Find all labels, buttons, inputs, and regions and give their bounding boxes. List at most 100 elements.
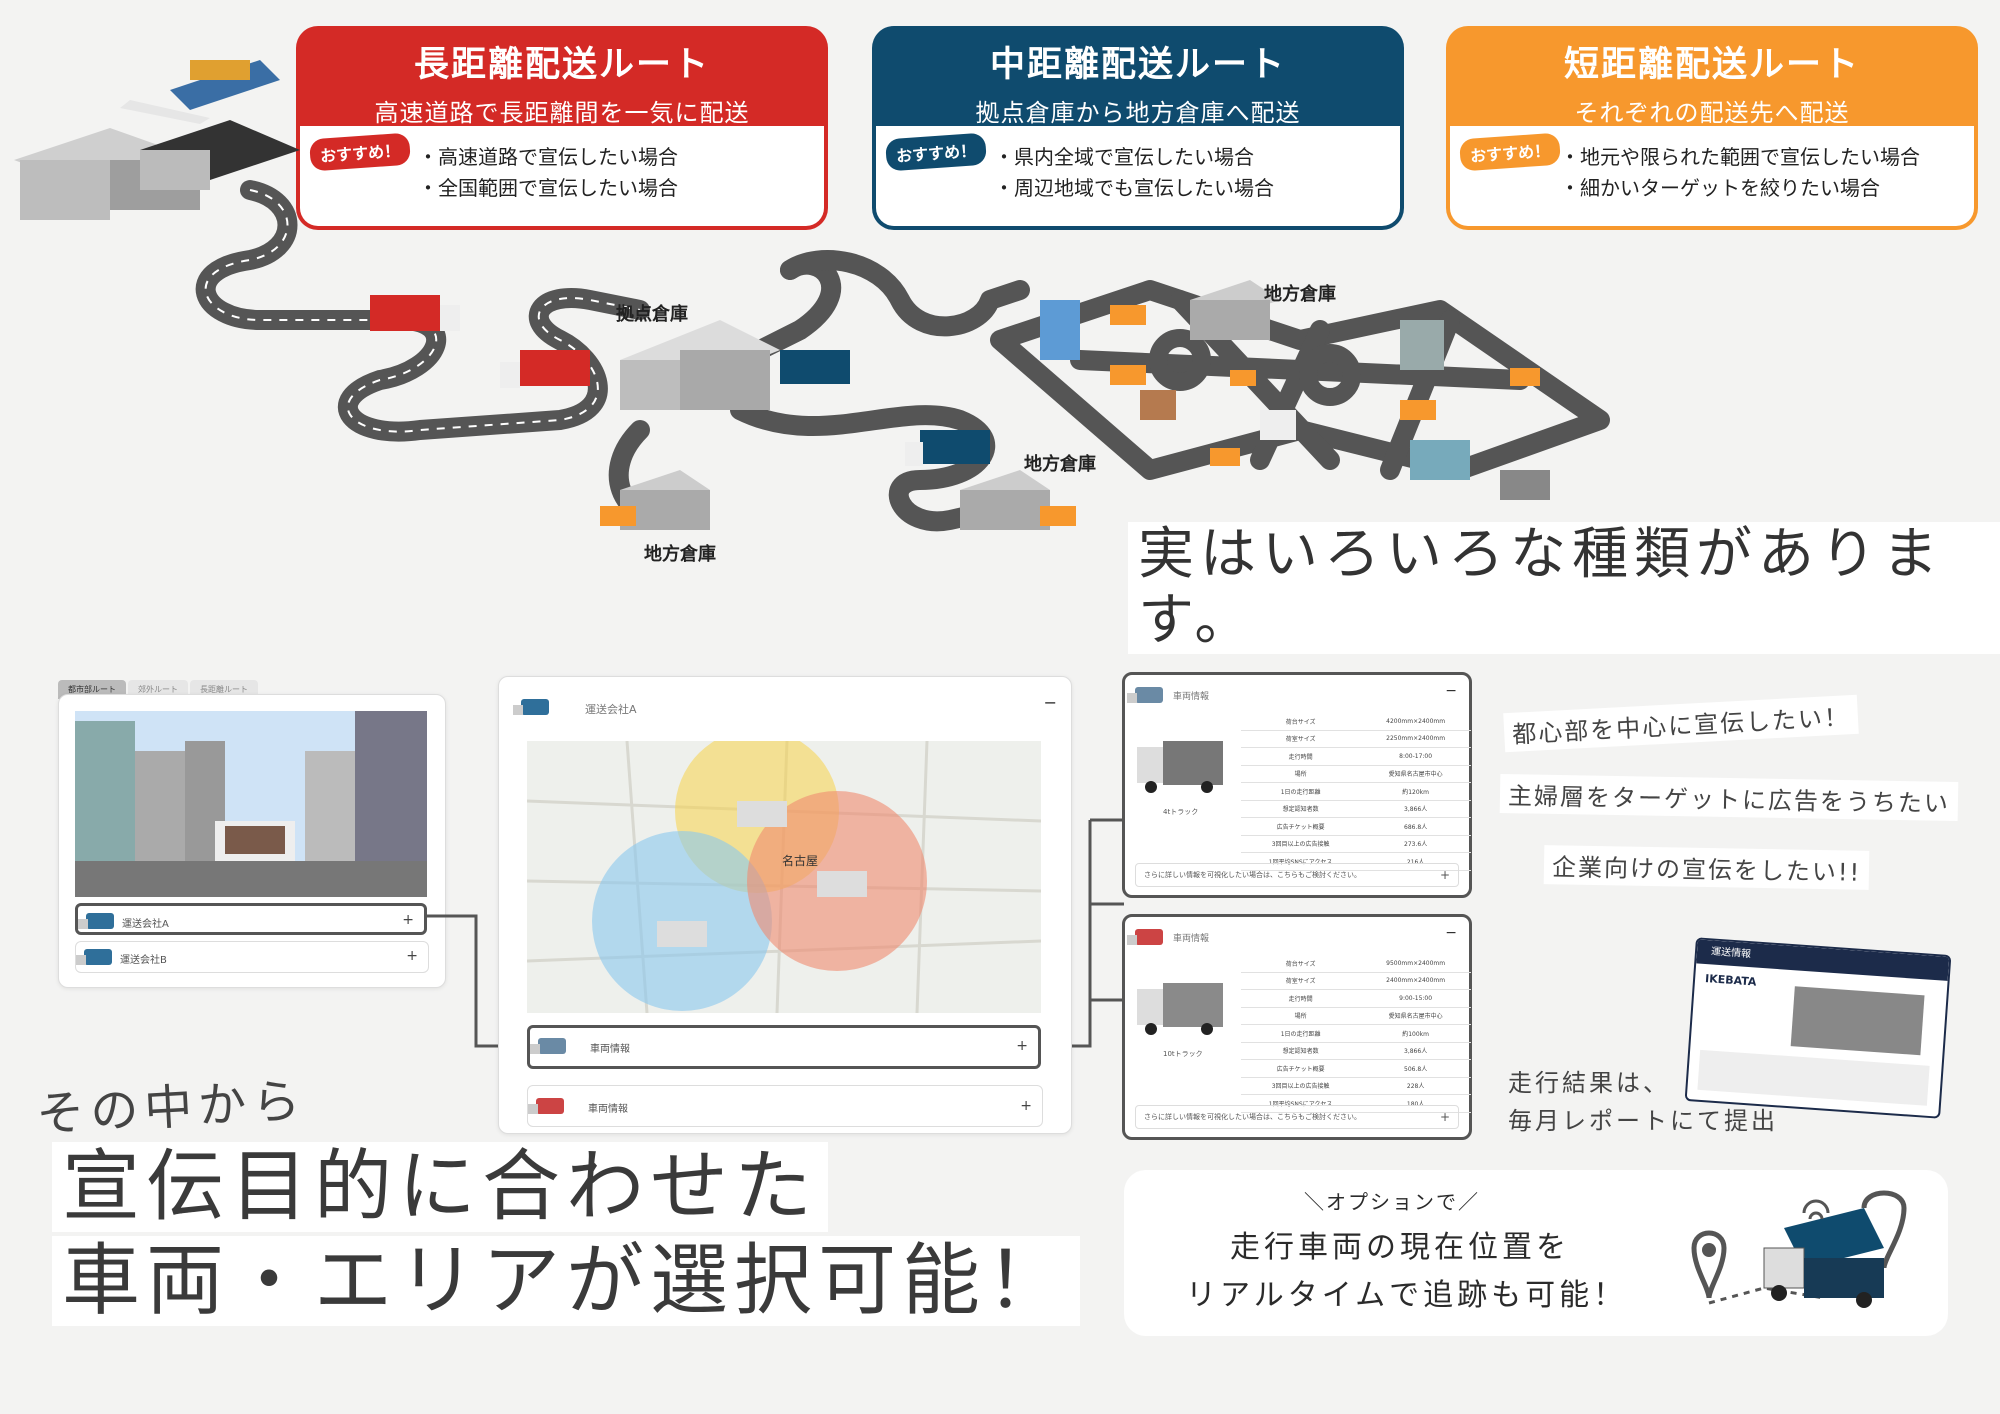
long-route-bullet: ・全国範囲で宣伝したい場合	[418, 176, 678, 200]
wish-housewife: 主婦層をターゲットに広告をうちたい	[1499, 774, 1959, 821]
lead-big-line2: 車両・エリアが選択可能！	[52, 1236, 1081, 1326]
expand-icon[interactable]: +	[1439, 1110, 1450, 1124]
short-route-card: 短距離配送ルートそれぞれの配送先へ配送 おすすめ！ ・地元や限られた範囲で宣伝し…	[1446, 26, 1978, 230]
wish-business: 企業向けの宣伝をしたい!!	[1543, 845, 1870, 890]
spec-value: 3,866人	[1360, 1042, 1471, 1060]
report-note-line: 毎月レポートにて提出	[1508, 1107, 1778, 1135]
option-tracking-box: ＼オプションで／ 走行車両の現在位置を リアルタイムで追跡も可能！	[1124, 1170, 1948, 1336]
street-photo	[75, 711, 427, 897]
expand-icon[interactable]: +	[402, 912, 414, 928]
spec-label: 広告チケット概要	[1241, 817, 1361, 836]
company-a-row[interactable]: 運送会社A +	[75, 903, 427, 935]
long-route-bullet: ・高速道路で宣伝したい場合	[418, 145, 678, 169]
middle-route-card: 中距離配送ルート拠点倉庫から地方倉庫へ配送 おすすめ！ ・県内全域で宣伝したい場…	[872, 26, 1404, 230]
spec-label: 荷室サイズ	[1241, 730, 1361, 748]
expand-icon[interactable]: +	[1020, 1098, 1032, 1114]
expand-icon[interactable]: +	[1439, 868, 1450, 882]
vehicle-row-label: 車両情報	[590, 1044, 630, 1055]
area-map[interactable]: 名古屋	[527, 741, 1041, 1013]
spec-value: 686.8人	[1360, 817, 1471, 836]
spec-value: 4200mm×2400mm	[1360, 713, 1471, 731]
long-route-title: 長距離配送ルート	[413, 45, 710, 85]
spec-row: 1日の走行距離約120km	[1241, 782, 1471, 801]
gps-tracking-icon	[1691, 1190, 1907, 1308]
orange-truck	[1230, 370, 1256, 386]
spec-value: 273.6人	[1360, 835, 1471, 853]
truck-name: 10tトラック	[1163, 1050, 1203, 1058]
report-photo	[1790, 986, 1925, 1056]
vehicle-row-label: 車両情報	[588, 1104, 628, 1115]
report-logo: IKEBATA	[1704, 972, 1757, 989]
truck-icon	[76, 949, 112, 965]
truck-icon	[1127, 929, 1163, 945]
collapse-icon[interactable]: −	[1043, 693, 1057, 712]
hub-warehouse	[620, 320, 780, 410]
navy-truck	[905, 430, 990, 466]
orange-truck	[1400, 400, 1436, 420]
spec-value: 216人	[1360, 852, 1471, 871]
spec-label: 場所	[1241, 765, 1361, 783]
vehicle-info-header: 車両情報	[1173, 692, 1210, 702]
local-warehouse-label: 地方倉庫	[644, 544, 716, 565]
detail-link-text: さらに詳しい情報を可視化したい場合は、こちらもご検討ください。	[1144, 871, 1361, 879]
orange-truck	[1210, 448, 1240, 466]
city-buildings	[1040, 300, 1550, 500]
spec-value: 愛知県名古屋市中心	[1360, 1007, 1471, 1025]
truck-image	[1137, 983, 1223, 1035]
spec-label: 場所	[1241, 1007, 1361, 1025]
lead-big-line1: 宣伝目的に合わせた	[52, 1142, 829, 1232]
spec-label: 想定認知者数	[1241, 1042, 1361, 1060]
local-warehouse	[960, 470, 1050, 530]
orange-truck	[1110, 305, 1146, 325]
company-list-panel: 運送会社A + 運送会社B +	[58, 694, 446, 988]
cargo-ship	[170, 60, 280, 110]
truck-marker	[817, 871, 867, 897]
middle-road	[780, 250, 1030, 337]
middle-route-title: 中距離配送ルート	[989, 45, 1286, 85]
spec-value: 9500mm×2400mm	[1360, 955, 1471, 973]
spec-label: 1日の走行距離	[1241, 1024, 1361, 1043]
spec-value: 8:00-17:00	[1360, 747, 1471, 766]
orange-truck	[1510, 368, 1540, 386]
spec-value: 約120km	[1360, 782, 1471, 801]
vehicle-row-2[interactable]: 車両情報 +	[527, 1085, 1043, 1127]
red-truck	[370, 295, 460, 331]
spec-value: 9:00-15:00	[1360, 989, 1471, 1008]
collapse-icon[interactable]: −	[1445, 925, 1457, 941]
detail-link[interactable]: さらに詳しい情報を可視化したい場合は、こちらもご検討ください。+	[1135, 1105, 1459, 1129]
truck-name: 4tトラック	[1163, 808, 1199, 816]
map-city-label: 名古屋	[782, 853, 818, 868]
expand-icon[interactable]: +	[406, 948, 418, 964]
spec-label: 3回目以上の広告接触	[1241, 835, 1361, 853]
spec-label: 1日の走行距離	[1241, 782, 1361, 801]
map-panel: 運送会社A − 名古屋 車両情報 + 車両情報 +	[498, 676, 1072, 1134]
company-b-row[interactable]: 運送会社B +	[75, 941, 429, 973]
red-truck	[500, 350, 590, 388]
vehicle-info-header: 車両情報	[1173, 934, 1210, 944]
option-line2: リアルタイムで追跡も可能！	[1186, 1278, 1628, 1313]
option-tag: ＼オプションで／	[1304, 1190, 1480, 1214]
middle-route-subtitle: 拠点倉庫から地方倉庫へ配送	[975, 99, 1301, 127]
detail-link[interactable]: さらに詳しい情報を可視化したい場合は、こちらもご検討ください。 +	[1135, 863, 1459, 887]
vehicle-row-1[interactable]: 車両情報 +	[527, 1025, 1041, 1069]
truck-marker	[657, 921, 707, 947]
orange-truck	[1040, 506, 1076, 526]
local-warehouse-label: 地方倉庫	[1024, 454, 1096, 475]
truck-icon	[1127, 687, 1163, 703]
collapse-icon[interactable]: −	[1445, 683, 1457, 699]
company-a-label: 運送会社A	[122, 919, 169, 930]
route-illustration	[14, 60, 1610, 532]
spec-value: 180人	[1360, 1094, 1471, 1113]
expand-icon[interactable]: +	[1016, 1038, 1028, 1054]
spec-label: 荷台サイズ	[1241, 955, 1361, 973]
